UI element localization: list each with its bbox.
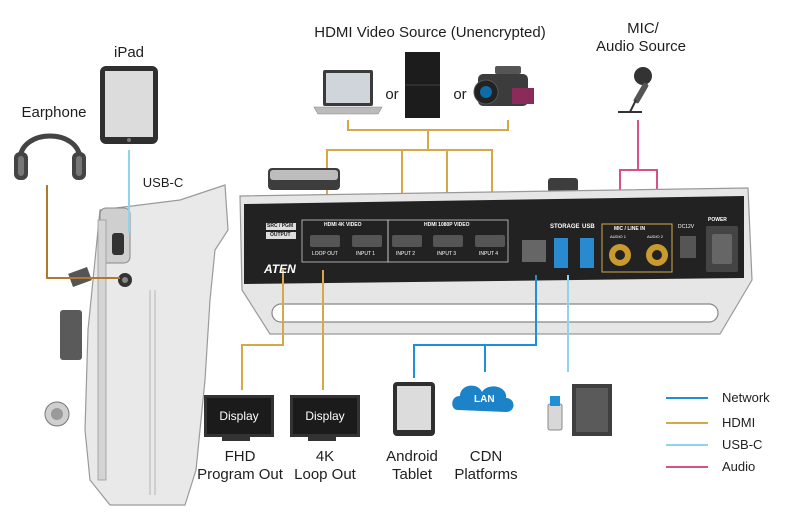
panel-label-output: OUTPUT (270, 232, 291, 238)
panel-label-power: POWER (708, 217, 727, 223)
panel-label-hdmi4k: HDMI 4K VIDEO (324, 222, 362, 228)
hdmi-source-label: HDMI Video Source (Unencrypted) (314, 24, 546, 41)
display-4k: Display (290, 395, 360, 437)
k4-label-line1: 4K (315, 448, 335, 465)
display-4k-stand (308, 437, 336, 441)
legend-audio: Audio (722, 459, 756, 474)
fhd-label-line1: FHD (224, 448, 256, 465)
android-tablet-icon (393, 382, 435, 436)
panel-label-input3: INPUT 3 (437, 251, 457, 257)
panel-label-storage: STORAGE (550, 224, 580, 230)
ipad-icon (100, 66, 158, 144)
display-fhd: Display (204, 395, 274, 437)
panel-label-hdmi1080: HDMI 1080P VIDEO (424, 222, 470, 228)
device-side-view (44, 184, 229, 506)
panel-label-audio2: AUDIO 2 (647, 234, 664, 239)
laptop-icon (313, 70, 383, 115)
legend-network: Network (722, 390, 770, 405)
microphone-icon (618, 67, 652, 113)
brand-logo: ATEN (264, 262, 296, 276)
ipad-label: iPad (113, 44, 145, 61)
usbc-label: USB-C (142, 175, 184, 190)
k4-label-line2: Loop Out (294, 466, 356, 483)
cdn-label-line2: Platforms (454, 466, 518, 483)
earphone-label: Earphone (21, 104, 87, 121)
legend-hdmi: HDMI (722, 415, 756, 430)
cdn-label-line1: CDN (469, 448, 503, 465)
earphone-icon (14, 133, 86, 180)
panel-label-input4: INPUT 4 (479, 251, 499, 257)
or-label-2: or (453, 86, 467, 103)
panel-label-input1: INPUT 1 (356, 251, 376, 257)
or-label-1: or (385, 86, 399, 103)
android-label-line1: Android (386, 448, 438, 465)
panel-label-dc12v: DC12V (678, 224, 695, 230)
camcorder-icon (473, 66, 534, 106)
panel-label-loop-out: LOOP OUT (312, 251, 338, 257)
panel-label-input2: INPUT 2 (396, 251, 416, 257)
mic-label-line1: MIC/ (627, 20, 659, 37)
android-label-line2: Tablet (391, 466, 433, 483)
panel-label-audio1: AUDIO 1 (610, 234, 627, 239)
game-console-icon (405, 52, 440, 118)
lan-cloud-icon (452, 385, 514, 412)
storage-icon (547, 384, 612, 436)
lan-label: LAN (474, 394, 495, 405)
fhd-label-line2: Program Out (197, 466, 283, 483)
device-rear-panel (239, 168, 753, 335)
panel-label-mic-line-in: MIC / LINE IN (614, 226, 646, 232)
panel-label-usb: USB (582, 224, 595, 230)
mic-label-line2: Audio Source (595, 38, 687, 55)
display-fhd-stand (222, 437, 250, 441)
panel-label-src-pgm: SRC / PGM (267, 223, 294, 229)
legend-usbc: USB-C (722, 437, 763, 452)
